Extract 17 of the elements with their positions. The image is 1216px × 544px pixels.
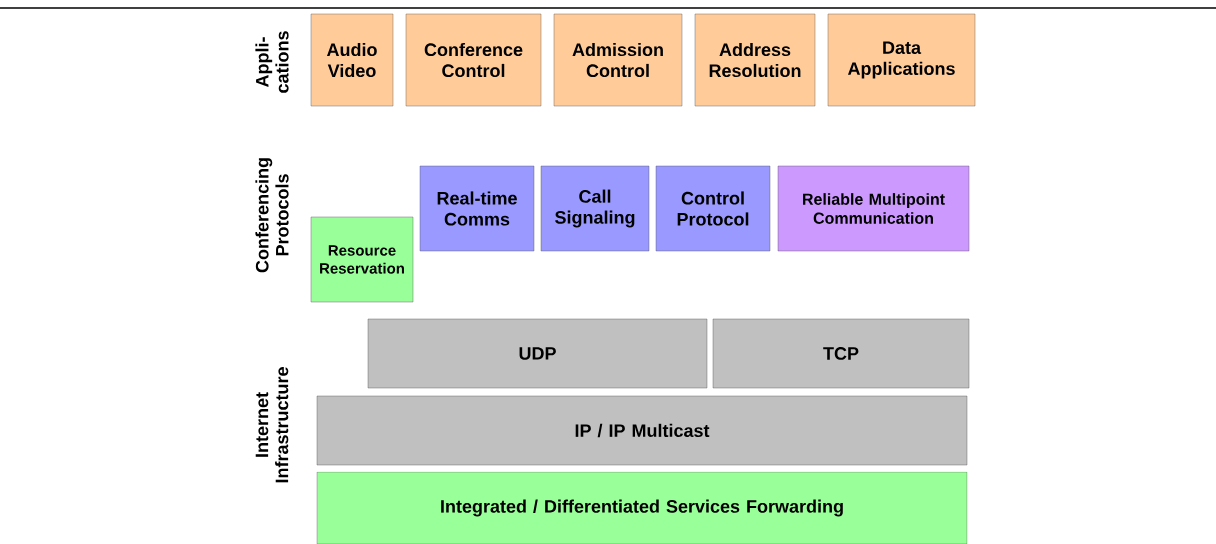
layer-box: Resource Reservation <box>310 216 414 303</box>
layer-box: Admission Control <box>553 13 683 107</box>
layer-box: Control Protocol <box>655 165 771 252</box>
layer-box: Audio Video <box>310 13 394 107</box>
layer-box: TCP <box>712 318 970 389</box>
layer-box: Data Applications <box>827 13 976 107</box>
layer-box: Address Resolution <box>694 13 816 107</box>
layer-box: Integrated / Differentiated Services Forwarding <box>316 471 968 544</box>
layer-box: Conference Control <box>405 13 542 107</box>
layer-box: UDP <box>367 318 708 389</box>
layer-label: Appli- cations <box>255 31 289 93</box>
layer-box: Reliable Multipoint Communication <box>777 165 970 252</box>
layer-box: IP / IP Multicast <box>316 395 968 466</box>
layer-label: Conferencing Protocols <box>255 158 289 273</box>
layer-box: Real-time Comms <box>419 165 535 252</box>
layer-label: Internet Infrastructure <box>255 367 289 483</box>
layer-box: Call Signaling <box>540 165 650 252</box>
